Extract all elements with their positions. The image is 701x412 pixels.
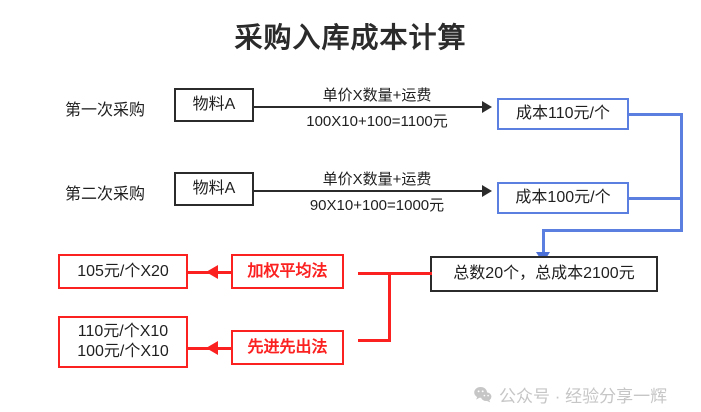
result-fifo-line1: 110元/个X10 <box>77 323 169 340</box>
material-box-row1: 物料A <box>174 88 254 122</box>
blue-connector-row1-horizontal <box>629 113 683 116</box>
formula-top-row2: 单价X数量+运费 <box>322 171 432 188</box>
row-label-first-purchase: 第一次采购 <box>65 102 146 119</box>
method-box-weighted-average: 加权平均法 <box>231 254 344 289</box>
red-connector-branch-vertical <box>388 272 391 342</box>
result-box-weighted-average: 105元/个X20 <box>58 254 188 289</box>
arrow-head-row2 <box>482 185 492 197</box>
formula-bottom-row2: 90X10+100=1000元 <box>309 197 445 214</box>
result-weighted-line1: 105元/个X20 <box>77 262 169 280</box>
blue-connector-bottom-horizontal <box>542 229 683 232</box>
arrow-head-row1 <box>482 101 492 113</box>
result-box-fifo: 110元/个X10 100元/个X10 <box>58 316 188 368</box>
arrow-line-row1 <box>254 106 482 108</box>
blue-connector-drop <box>542 229 545 254</box>
red-connector-fifo-to-result <box>186 347 231 350</box>
cost-box-row2: 成本100元/个 <box>497 182 629 214</box>
total-box: 总数20个，总成本2100元 <box>430 256 658 292</box>
red-connector-total-to-weighted <box>358 272 432 275</box>
blue-connector-row2-horizontal <box>629 197 683 200</box>
arrow-line-row2 <box>254 190 482 192</box>
formula-top-row1: 单价X数量+运费 <box>322 87 432 104</box>
red-connector-weighted-to-result <box>186 271 231 274</box>
material-box-row2: 物料A <box>174 172 254 206</box>
method-box-fifo: 先进先出法 <box>231 330 344 365</box>
watermark-text: 公众号 · 经验分享一辉 <box>499 387 668 406</box>
wechat-icon <box>473 385 492 404</box>
formula-bottom-row1: 100X10+100=1100元 <box>306 113 448 130</box>
result-fifo-line2: 100元/个X10 <box>77 343 169 360</box>
page-title: 采购入库成本计算 <box>234 22 467 53</box>
red-connector-branch-to-fifo <box>358 339 391 342</box>
blue-connector-vertical-trunk <box>680 113 683 232</box>
row-label-second-purchase: 第二次采购 <box>65 186 146 203</box>
cost-box-row1: 成本110元/个 <box>497 98 629 130</box>
watermark: 公众号 · 经验分享一辉 <box>473 382 667 407</box>
